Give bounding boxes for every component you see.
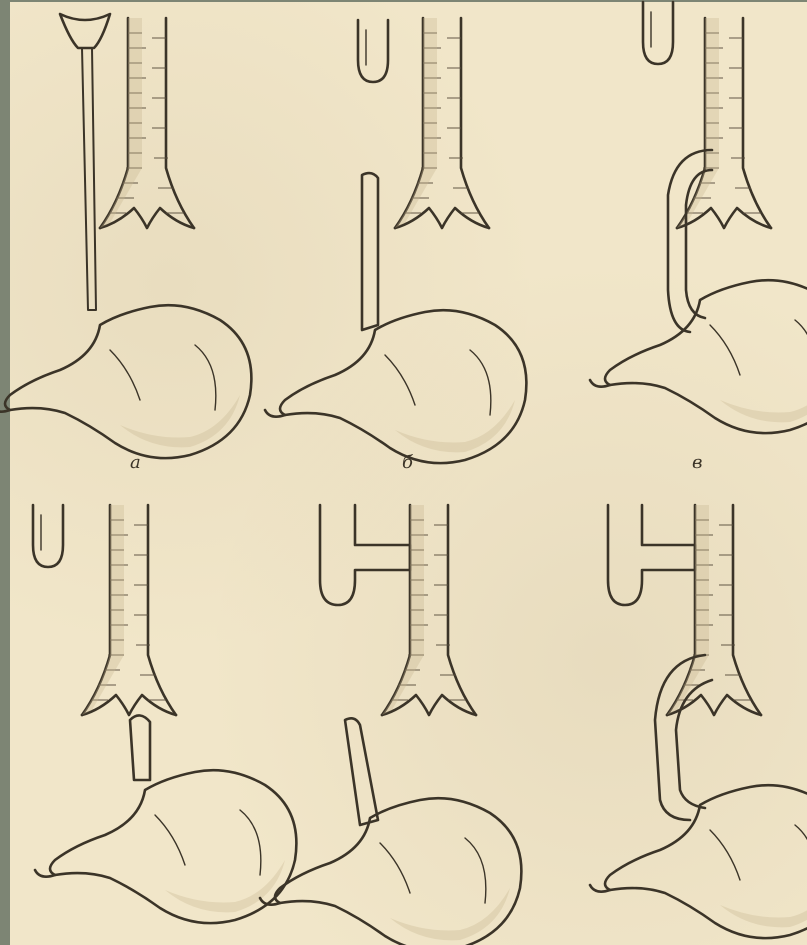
panel-d-drawing xyxy=(33,505,296,923)
panel-label-a: а xyxy=(130,452,141,473)
panel-a-drawing xyxy=(0,14,251,458)
panel-b-drawing xyxy=(265,18,526,463)
panel-e-drawing xyxy=(260,505,521,945)
panel-f-drawing xyxy=(590,505,807,938)
panel-label-b: б xyxy=(402,452,413,473)
panel-c-drawing xyxy=(590,2,807,433)
panel-label-c: в xyxy=(692,452,702,473)
